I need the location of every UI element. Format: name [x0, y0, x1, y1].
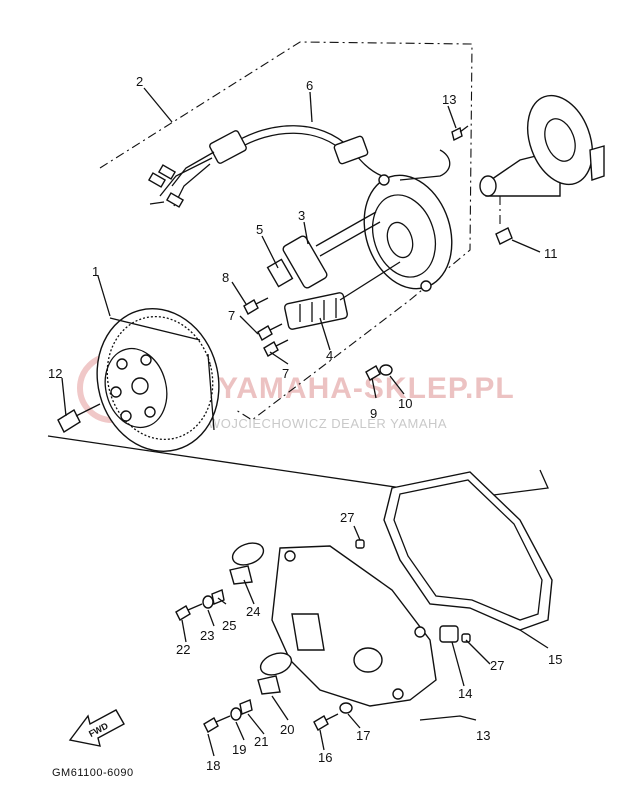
- callout-21: 20: [280, 722, 294, 737]
- callout-6: 6: [306, 78, 313, 93]
- callout-10: 9: [370, 406, 377, 421]
- stator-group-boundary: [99, 41, 473, 421]
- watermark-main-text: YAMAHA-SKLEP.PL: [218, 372, 515, 405]
- callout-16: 15: [548, 652, 562, 667]
- stator-screws: [243, 125, 469, 381]
- cover-fasteners: [175, 539, 471, 733]
- callout-3: 3: [298, 208, 305, 223]
- leader-lines: [61, 87, 549, 757]
- callout-14: 13: [476, 728, 490, 743]
- callout-4: 4: [326, 348, 333, 363]
- callout-19: 18: [206, 758, 220, 773]
- callout-12: 11: [544, 246, 558, 261]
- callout-23: 22: [176, 642, 190, 657]
- callout-27-upper: 27: [340, 510, 354, 525]
- callout-22: 21: [254, 734, 268, 749]
- crankcase-cover: [271, 545, 437, 707]
- callout-11: 10: [398, 396, 412, 411]
- callout-17: 16: [318, 750, 332, 765]
- flywheel: [96, 308, 220, 452]
- callout-18: 17: [356, 728, 370, 743]
- crankshaft-end: [479, 94, 605, 197]
- callout-9: 13: [442, 92, 456, 107]
- callout-25: 24: [246, 604, 260, 619]
- dowel-pin-15: [439, 625, 459, 643]
- callout-13: 12: [48, 366, 62, 381]
- woodruff-key: [495, 227, 513, 245]
- pickup-coil: [266, 211, 381, 289]
- callout-5: 5: [256, 222, 263, 237]
- callout-15: 14: [458, 686, 472, 701]
- forward-arrow: FWD: [68, 709, 125, 747]
- watermark-sub-text: WOJCIECHOWICZ DEALER YAMAHA: [208, 416, 447, 431]
- hose-clamps: [229, 542, 293, 695]
- callout-27-lower: 27: [490, 658, 504, 673]
- callout-1: 1: [92, 264, 99, 279]
- stator-plate: [363, 174, 453, 292]
- callout-26: 25: [222, 618, 236, 633]
- callout-8: 8: [222, 270, 229, 285]
- diagram-code: GM61100-6090: [52, 767, 134, 779]
- watermark: YAMAHA-SKLEP.PL WOJCIECHOWICZ DEALER YAM…: [77, 353, 515, 431]
- sub-connector: [333, 135, 369, 165]
- callout-labels: 2 6 13 3 5 8 7 7 4 1 12 9 10 11 27 27 14…: [48, 74, 562, 773]
- callout-24: 23: [200, 628, 214, 643]
- flywheel-group-boundary: [47, 435, 549, 499]
- callout-7-lower: 7: [282, 366, 289, 381]
- callout-2: 2: [136, 74, 143, 89]
- flywheel-bolt: [57, 403, 101, 434]
- main-connector: [209, 130, 247, 164]
- source-coil: [283, 261, 401, 330]
- wire-harness: [147, 125, 451, 208]
- callout-20: 19: [232, 742, 246, 757]
- callout-7-upper: 7: [228, 308, 235, 323]
